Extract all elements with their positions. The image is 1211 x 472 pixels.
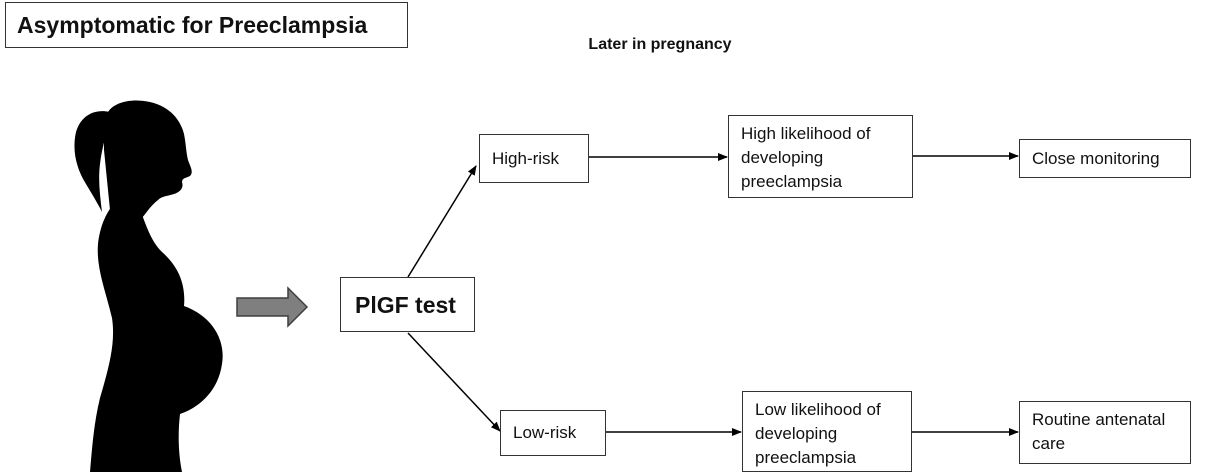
- diagram-title: Asymptomatic for Preeclampsia: [5, 2, 408, 48]
- arrow-test-to-high-risk: [407, 165, 477, 278]
- diagram-subtitle: Later in pregnancy: [588, 36, 732, 53]
- high-likelihood-box: High likelihood of developing preeclamps…: [728, 115, 913, 198]
- low-likelihood-box: Low likelihood of developing preeclampsi…: [742, 391, 912, 472]
- plgf-test-box: PlGF test: [340, 277, 475, 332]
- low-risk-box: Low-risk: [500, 410, 606, 456]
- arrow-test-to-low-risk: [407, 332, 501, 432]
- routine-care-box: Routine antenatal care: [1019, 401, 1191, 464]
- high-risk-box: High-risk: [479, 134, 589, 183]
- pregnant-woman-silhouette: [74, 100, 223, 472]
- close-monitoring-box: Close monitoring: [1019, 139, 1191, 178]
- block-arrow: [236, 286, 309, 328]
